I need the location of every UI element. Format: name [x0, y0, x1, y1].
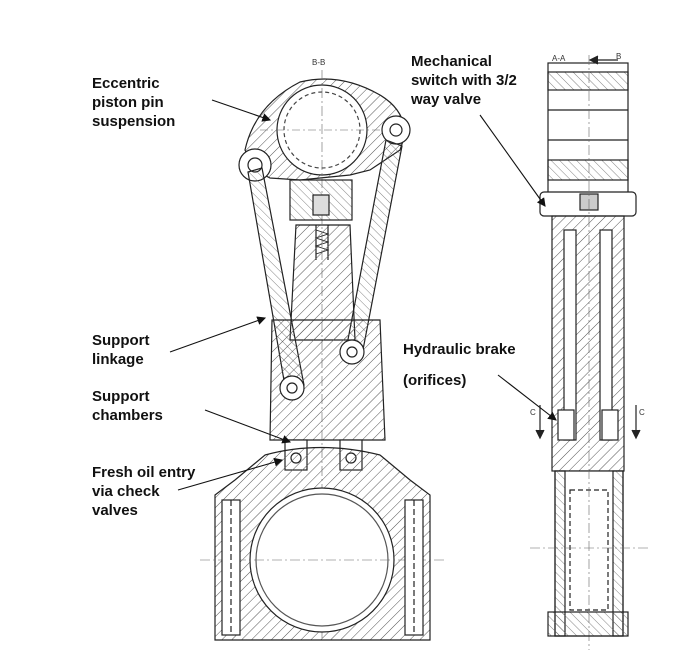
left-linkage-pin	[279, 375, 305, 401]
side-section-view	[530, 55, 650, 650]
leader-support-chambers	[204, 409, 292, 444]
section-mark-bb: B-B	[312, 58, 326, 67]
label-support-linkage: Support linkage	[92, 332, 150, 368]
section-mark-b: B	[616, 52, 622, 61]
leader-support-linkage	[169, 316, 267, 353]
section-mark-c-left: C	[530, 408, 536, 417]
label-hydraulic-brake: Hydraulic brake	[403, 341, 516, 358]
section-mark-aa: A-A	[552, 54, 566, 63]
right-linkage-pin	[339, 339, 365, 365]
section-mark-c-right: C	[639, 408, 645, 417]
leader-hydraulic-brake	[497, 374, 557, 421]
leader-lines	[169, 99, 557, 491]
label-fresh-oil-entry: Fresh oil entry via check valves	[92, 464, 196, 519]
label-support-chambers: Support chambers	[92, 388, 163, 424]
brake-orifice-right	[601, 409, 619, 441]
label-orifices: (orifices)	[403, 372, 467, 389]
brake-orifice-left	[557, 409, 575, 441]
label-eccentric-piston-pin: Eccentric piston pin suspension	[92, 75, 176, 130]
label-mechanical-switch: Mechanical switch with 3/2 way valve	[411, 53, 517, 108]
main-section-view	[200, 70, 445, 641]
leader-eccentric	[211, 99, 272, 122]
leader-mechanical	[479, 114, 546, 207]
leader-fresh-oil	[177, 457, 284, 491]
